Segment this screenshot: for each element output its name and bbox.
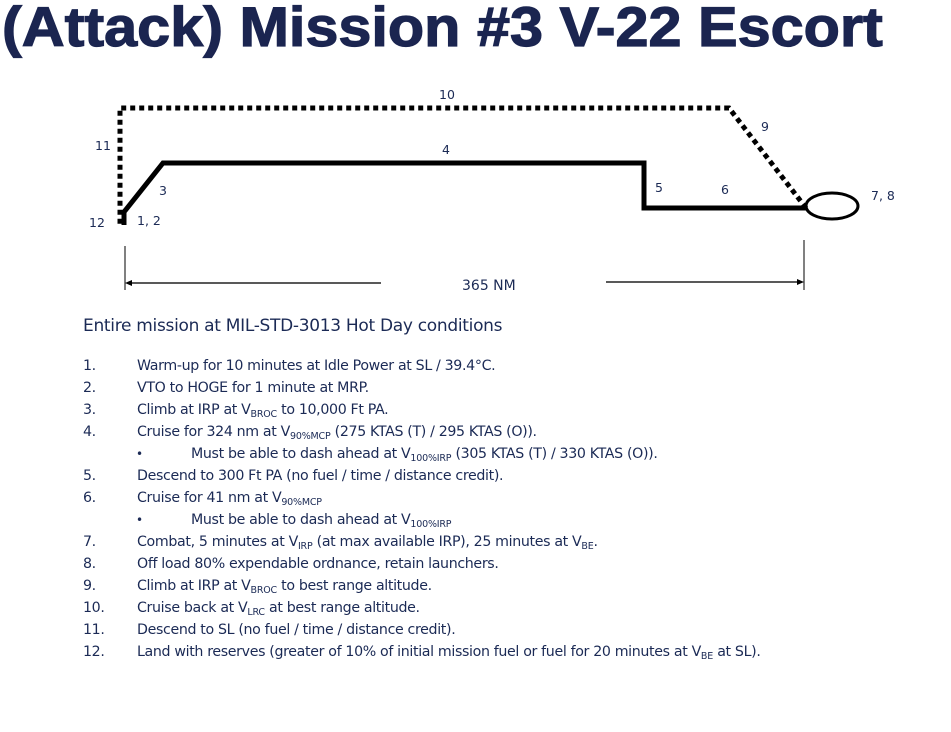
step-6: 6. Cruise for 41 nm at V90%MCP: [83, 487, 943, 509]
step-10: 10. Cruise back at VLRC at best range al…: [83, 597, 943, 619]
segment-label-6: 6: [721, 182, 729, 197]
segment-label-10: 10: [439, 87, 455, 102]
step-12: 12. Land with reserves (greater of 10% o…: [83, 641, 943, 663]
step-text: Cruise for 41 nm at V90%MCP: [137, 490, 322, 508]
combat-loiter-ellipse: [804, 191, 860, 221]
step-number: 3.: [83, 402, 96, 418]
step-8: 8. Off load 80% expendable ordnance, ret…: [83, 553, 943, 575]
arrowhead-left-icon: [125, 280, 132, 286]
arrowhead-right-icon: [797, 279, 804, 285]
step-text: Cruise for 324 nm at V90%MCP (275 KTAS (…: [137, 424, 537, 442]
step-number: 9.: [83, 578, 96, 594]
step-text: Cruise back at VLRC at best range altitu…: [137, 600, 420, 618]
step-text: Climb at IRP at VBROC to 10,000 Ft PA.: [137, 402, 389, 420]
step-6-bullet: • Must be able to dash ahead at V100%IRP: [83, 509, 943, 531]
page-title: (Attack) Mission #3 V-22 Escort: [1, 0, 883, 59]
step-text: Descend to SL (no fuel / time / distance…: [137, 622, 456, 638]
step-2: 2. VTO to HOGE for 1 minute at MRP.: [83, 377, 943, 399]
step-1: 1. Warm-up for 10 minutes at Idle Power …: [83, 355, 943, 377]
step-number: 5.: [83, 468, 96, 484]
step-number: 6.: [83, 490, 96, 506]
outbound-flight-path: [121, 160, 806, 225]
step-11: 11. Descend to SL (no fuel / time / dist…: [83, 619, 943, 641]
segment-label-7-8: 7, 8: [871, 188, 895, 203]
step-text: Climb at IRP at VBROC to best range alti…: [137, 578, 432, 596]
segment-label-4: 4: [442, 142, 450, 157]
step-5: 5. Descend to 300 Ft PA (no fuel / time …: [83, 465, 943, 487]
bullet-icon: •: [136, 447, 143, 461]
segment-label-1-2: 1, 2: [137, 213, 161, 228]
step-number: 7.: [83, 534, 96, 550]
step-number: 1.: [83, 358, 96, 374]
segment-label-9: 9: [761, 119, 769, 134]
step-number: 11.: [83, 622, 105, 638]
step-number: 12.: [83, 644, 105, 660]
step-3: 3. Climb at IRP at VBROC to 10,000 Ft PA…: [83, 399, 943, 421]
step-number: 4.: [83, 424, 96, 440]
step-9: 9. Climb at IRP at VBROC to best range a…: [83, 575, 943, 597]
bullet-icon: •: [136, 513, 143, 527]
mission-profile-diagram: [117, 105, 860, 290]
step-text: Warm-up for 10 minutes at Idle Power at …: [137, 358, 496, 374]
step-text: VTO to HOGE for 1 minute at MRP.: [137, 380, 369, 396]
step-number: 2.: [83, 380, 96, 396]
step-4: 4. Cruise for 324 nm at V90%MCP (275 KTA…: [83, 421, 943, 443]
step-text: Descend to 300 Ft PA (no fuel / time / d…: [137, 468, 504, 484]
step-text: Must be able to dash ahead at V100%IRP (…: [191, 446, 658, 464]
step-text: Land with reserves (greater of 10% of in…: [137, 644, 761, 662]
segment-label-11: 11: [95, 138, 111, 153]
step-text: Must be able to dash ahead at V100%IRP: [191, 512, 452, 530]
total-distance-label: 365 NM: [462, 278, 516, 294]
mission-conditions-heading: Entire mission at MIL-STD-3013 Hot Day c…: [83, 316, 503, 336]
step-text: Combat, 5 minutes at VIRP (at max availa…: [137, 534, 598, 552]
segment-label-3: 3: [159, 183, 167, 198]
step-number: 8.: [83, 556, 96, 572]
segment-label-5: 5: [655, 180, 663, 195]
mission-steps-list: 1. Warm-up for 10 minutes at Idle Power …: [83, 355, 943, 663]
step-text: Off load 80% expendable ordnance, retain…: [137, 556, 499, 572]
step-7: 7. Combat, 5 minutes at VIRP (at max ava…: [83, 531, 943, 553]
step-4-bullet: • Must be able to dash ahead at V100%IRP…: [83, 443, 943, 465]
segment-label-12: 12: [89, 215, 105, 230]
return-flight-path: [117, 105, 808, 226]
step-number: 10.: [83, 600, 105, 616]
